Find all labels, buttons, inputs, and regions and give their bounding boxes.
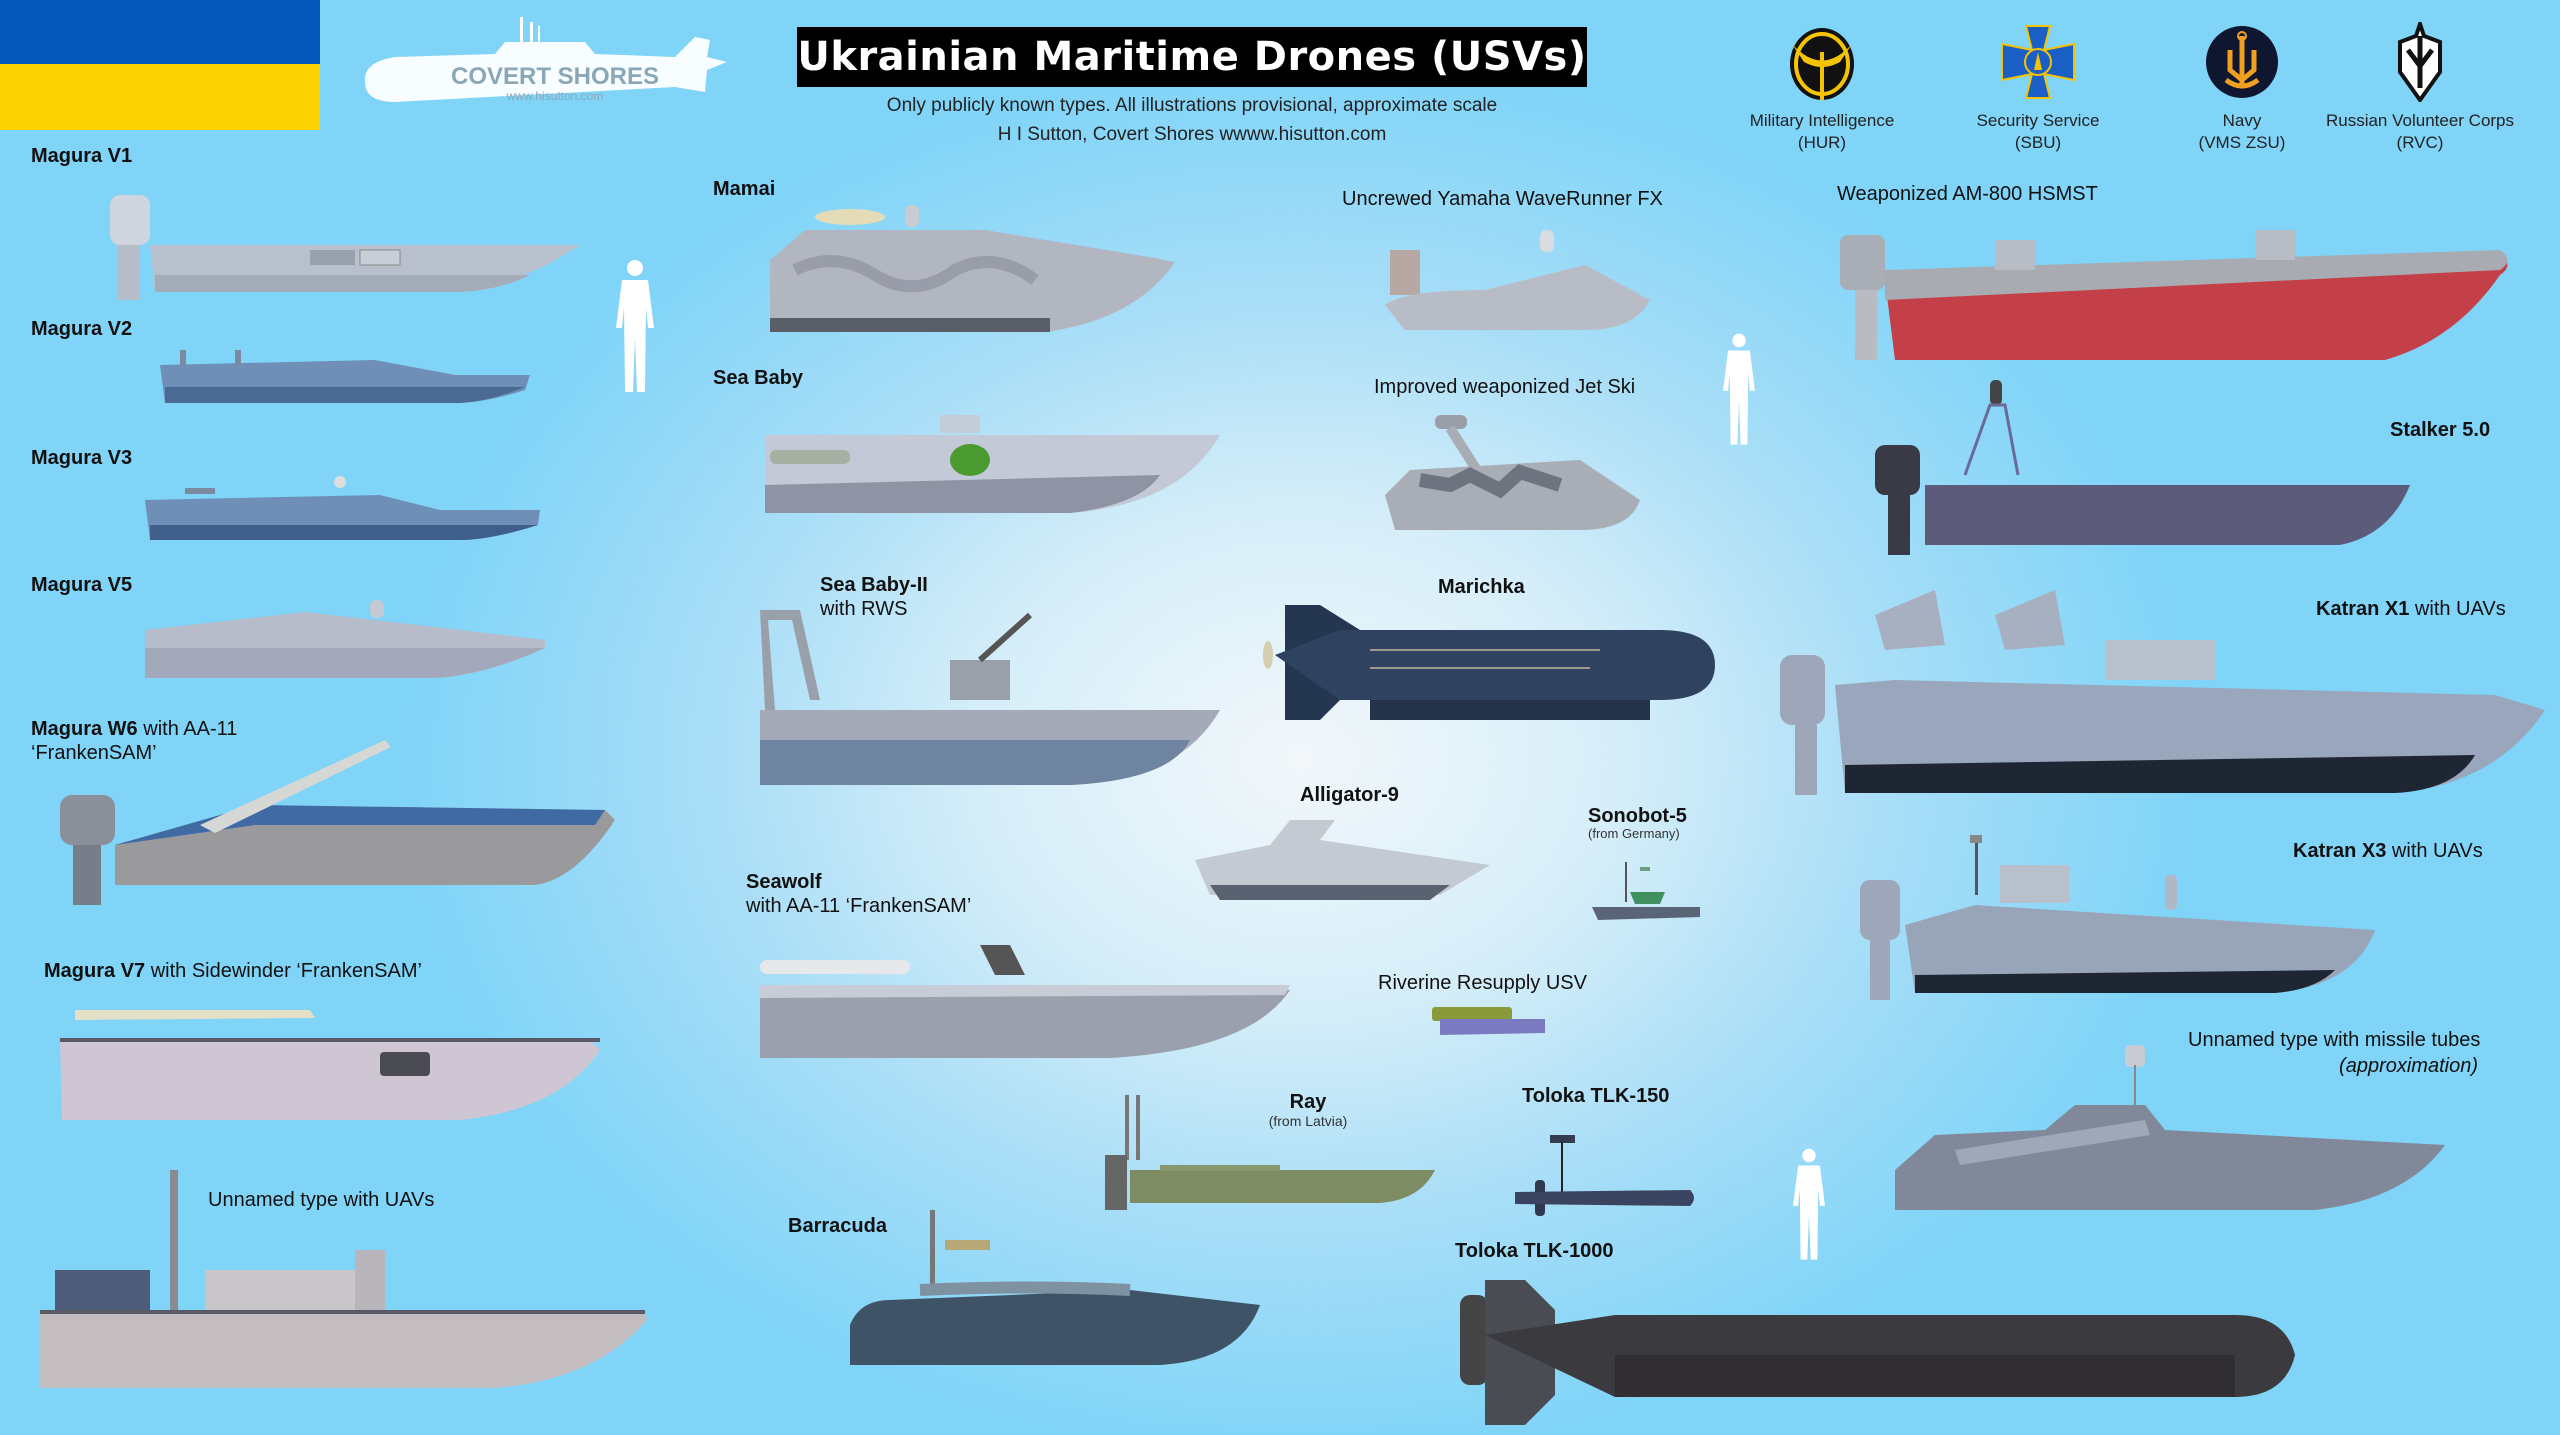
mamai-illustration xyxy=(770,205,1175,332)
label-unnamed-missile: Unnamed type with missile tubes(approxim… xyxy=(2188,1029,2481,1077)
katran-x1-illustration xyxy=(1780,590,2545,795)
label-magura-v5: Magura V5 xyxy=(31,574,133,596)
toloka-150-illustration xyxy=(1515,1135,1694,1216)
agency-hur: Military Intelligence(HUR) xyxy=(1722,22,1922,154)
magura-v3-illustration xyxy=(145,476,540,540)
barracuda-illustration xyxy=(850,1210,1260,1365)
label-riverine: Riverine Resupply USV xyxy=(1378,972,1587,994)
marichka-illustration xyxy=(1263,605,1715,720)
human-silhouette-icon xyxy=(1723,333,1755,445)
label-jetski: Improved weaponized Jet Ski xyxy=(1374,376,1636,398)
label-stalker-5: Stalker 5.0 xyxy=(2390,419,2491,441)
label-am-800: Weaponized AM-800 HSMST xyxy=(1837,183,2098,205)
svg-text:www.hisutton.com: www.hisutton.com xyxy=(506,89,604,103)
label-katran-x3: Katran X3 with UAVs xyxy=(2293,840,2483,862)
submarine-logo-icon: COVERT SHORES www.hisutton.com xyxy=(364,17,727,103)
magura-v2-illustration xyxy=(160,350,530,403)
sonobot-5-illustration xyxy=(1592,862,1700,920)
katran-x3-illustration xyxy=(1860,835,2375,1000)
label-unnamed-uav: Unnamed type with UAVs xyxy=(208,1189,435,1211)
human-silhouette-icon xyxy=(616,260,654,392)
agency-rvc: Russian Volunteer Corps(RVC) xyxy=(2310,22,2530,154)
label-magura-v2: Magura V2 xyxy=(31,318,133,340)
stalker-5-illustration xyxy=(1875,380,2410,555)
label-magura-v3: Magura V3 xyxy=(31,447,133,469)
ukraine-flag-icon xyxy=(0,0,320,130)
magura-v7-illustration xyxy=(60,1010,600,1120)
label-mamai: Mamai xyxy=(713,178,776,200)
unnamed-missile-illustration xyxy=(1895,1045,2445,1210)
unnamed-uav-illustration xyxy=(40,1170,647,1388)
agency-navy: Navy(VMS ZSU) xyxy=(2142,22,2342,154)
sea-baby-illustration xyxy=(765,415,1220,513)
svg-text:COVERT SHORES: COVERT SHORES xyxy=(451,63,659,90)
hur-emblem-icon xyxy=(1790,28,1854,100)
toloka-1000-illustration xyxy=(1460,1280,2295,1425)
riverine-illustration xyxy=(1432,1007,1545,1035)
label-magura-v1: Magura V1 xyxy=(31,145,133,167)
sbu-cross-icon xyxy=(2001,25,2075,99)
credit-line: H I Sutton, Covert Shores wwww.hisutton.… xyxy=(997,124,1387,145)
label-magura-v7: Magura V7 with Sidewinder ‘FrankenSAM’ xyxy=(44,960,422,982)
label-marichka: Marichka xyxy=(1438,576,1525,598)
navy-anchor-icon xyxy=(2206,26,2278,98)
agency-sbu: Security Service(SBU) xyxy=(1938,22,2138,154)
alligator-9-illustration xyxy=(1195,820,1490,900)
human-silhouette-icon xyxy=(1793,1148,1825,1260)
magura-v5-illustration xyxy=(145,600,545,678)
label-barracuda: Barracuda xyxy=(788,1215,887,1237)
label-katran-x1: Katran X1 with UAVs xyxy=(2316,598,2506,620)
sea-baby-ii-illustration xyxy=(760,610,1220,785)
label-alligator-9: Alligator-9 xyxy=(1300,784,1399,806)
ray-illustration xyxy=(1105,1095,1435,1210)
covert-shores-logo: COVERT SHORES www.hisutton.com xyxy=(355,12,735,122)
label-toloka-1000: Toloka TLK-1000 xyxy=(1455,1240,1614,1262)
subtitle: Only publicly known types. All illustrat… xyxy=(886,95,1498,116)
am-800-illustration xyxy=(1840,230,2508,360)
seawolf-illustration xyxy=(760,945,1290,1058)
waverunner-illustration xyxy=(1385,230,1650,330)
rvc-shield-icon xyxy=(2398,22,2442,102)
page-title: Ukrainian Maritime Drones (USVs) xyxy=(797,27,1587,87)
label-magura-w6: Magura W6 with AA-11‘FrankenSAM’ xyxy=(31,718,238,764)
magura-v1-illustration xyxy=(110,195,580,300)
label-sonobot-5: Sonobot-5(from Germany) xyxy=(1588,805,1687,841)
jetski-illustration xyxy=(1385,415,1640,530)
magura-w6-illustration xyxy=(60,740,615,905)
label-toloka-150: Toloka TLK-150 xyxy=(1522,1085,1670,1107)
label-ray: Ray(from Latvia) xyxy=(1268,1091,1348,1129)
label-waverunner: Uncrewed Yamaha WaveRunner FX xyxy=(1342,188,1663,210)
label-sea-baby: Sea Baby xyxy=(713,367,804,389)
